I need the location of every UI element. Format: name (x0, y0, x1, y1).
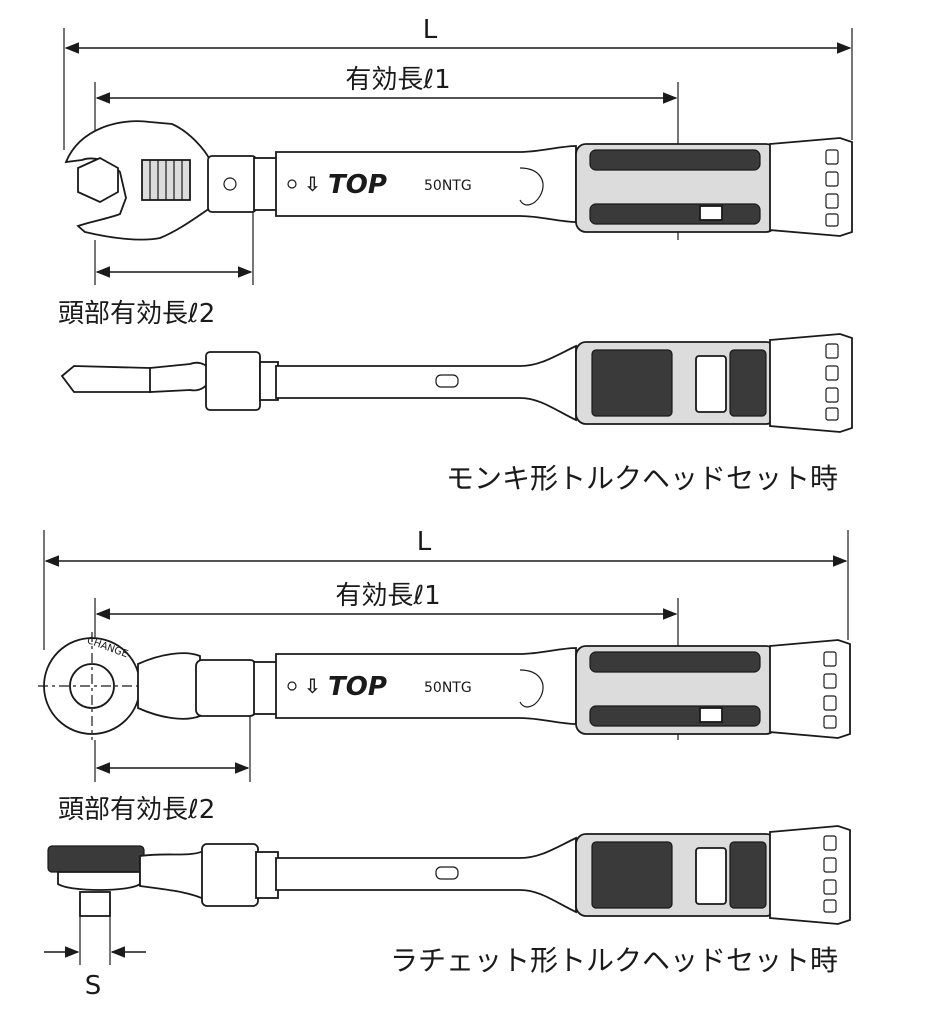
figure-ratchet-head: L 有効長ℓ1 CHANGE ⇩ TOP 50NTG (38, 527, 851, 1001)
wrench-top-view: CHANGE ⇩ TOP 50NTG (38, 632, 851, 740)
lock-window (695, 847, 727, 905)
dimension-label-S: S (85, 971, 102, 1001)
dimension-label-l2: 頭部有効長ℓ2 (58, 299, 215, 329)
lock-window (695, 355, 727, 413)
figure-adjustable-head: L 有効長ℓ1 ⇩ TOP 50NTG (58, 15, 853, 495)
grip-ridges (589, 203, 761, 225)
wrench-side-view (47, 825, 851, 925)
model-number: 50NTG (424, 178, 472, 194)
lock-window (699, 707, 723, 723)
dimension-label-l1: 有効長ℓ1 (335, 581, 440, 611)
jaw-joint (149, 361, 213, 393)
grip-ridges (589, 149, 761, 171)
handle-end-cap (769, 825, 851, 925)
ratchet-drive (69, 663, 115, 709)
handle-end-cap (769, 639, 851, 739)
caption: ラチェット形トルクヘッドセット時 (390, 944, 838, 977)
dimension-label-l1: 有効長ℓ1 (345, 65, 450, 95)
shaft-slot (519, 167, 544, 206)
head-adapter (207, 155, 257, 213)
handle-end-cap (769, 137, 853, 237)
ratchet-head-side (47, 845, 145, 873)
head-adapter (195, 659, 257, 717)
square-drive (79, 891, 111, 917)
dimension-label-l2: 頭部有効長ℓ2 (58, 795, 215, 825)
handle-end-cap (769, 333, 853, 433)
ratchet-neck (137, 652, 201, 720)
pivot-pin (223, 177, 237, 191)
indicator-dot (287, 179, 297, 189)
adapter-collar (253, 157, 279, 211)
hex-nut-icon (77, 156, 119, 204)
dimension-label-L: L (423, 15, 438, 45)
model-number: 50NTG (424, 680, 472, 696)
grip-ridges (591, 349, 673, 417)
adjustable-jaw-head (64, 120, 211, 241)
caption: モンキ形トルクヘッドセット時 (446, 462, 838, 495)
arrow-down-icon: ⇩ (304, 172, 321, 196)
head-adapter (205, 351, 261, 411)
head-adapter (201, 843, 259, 907)
arrow-down-icon: ⇩ (304, 674, 321, 698)
brand-logo: TOP (328, 672, 387, 702)
wrench-top-view: ⇩ TOP 50NTG (64, 120, 853, 241)
wrench-shaft (275, 836, 577, 914)
dimension-label-L: L (417, 527, 432, 557)
lock-window (699, 205, 723, 221)
wrench-shaft (275, 344, 577, 422)
brand-logo: TOP (328, 170, 387, 200)
wrench-side-view (60, 333, 853, 433)
